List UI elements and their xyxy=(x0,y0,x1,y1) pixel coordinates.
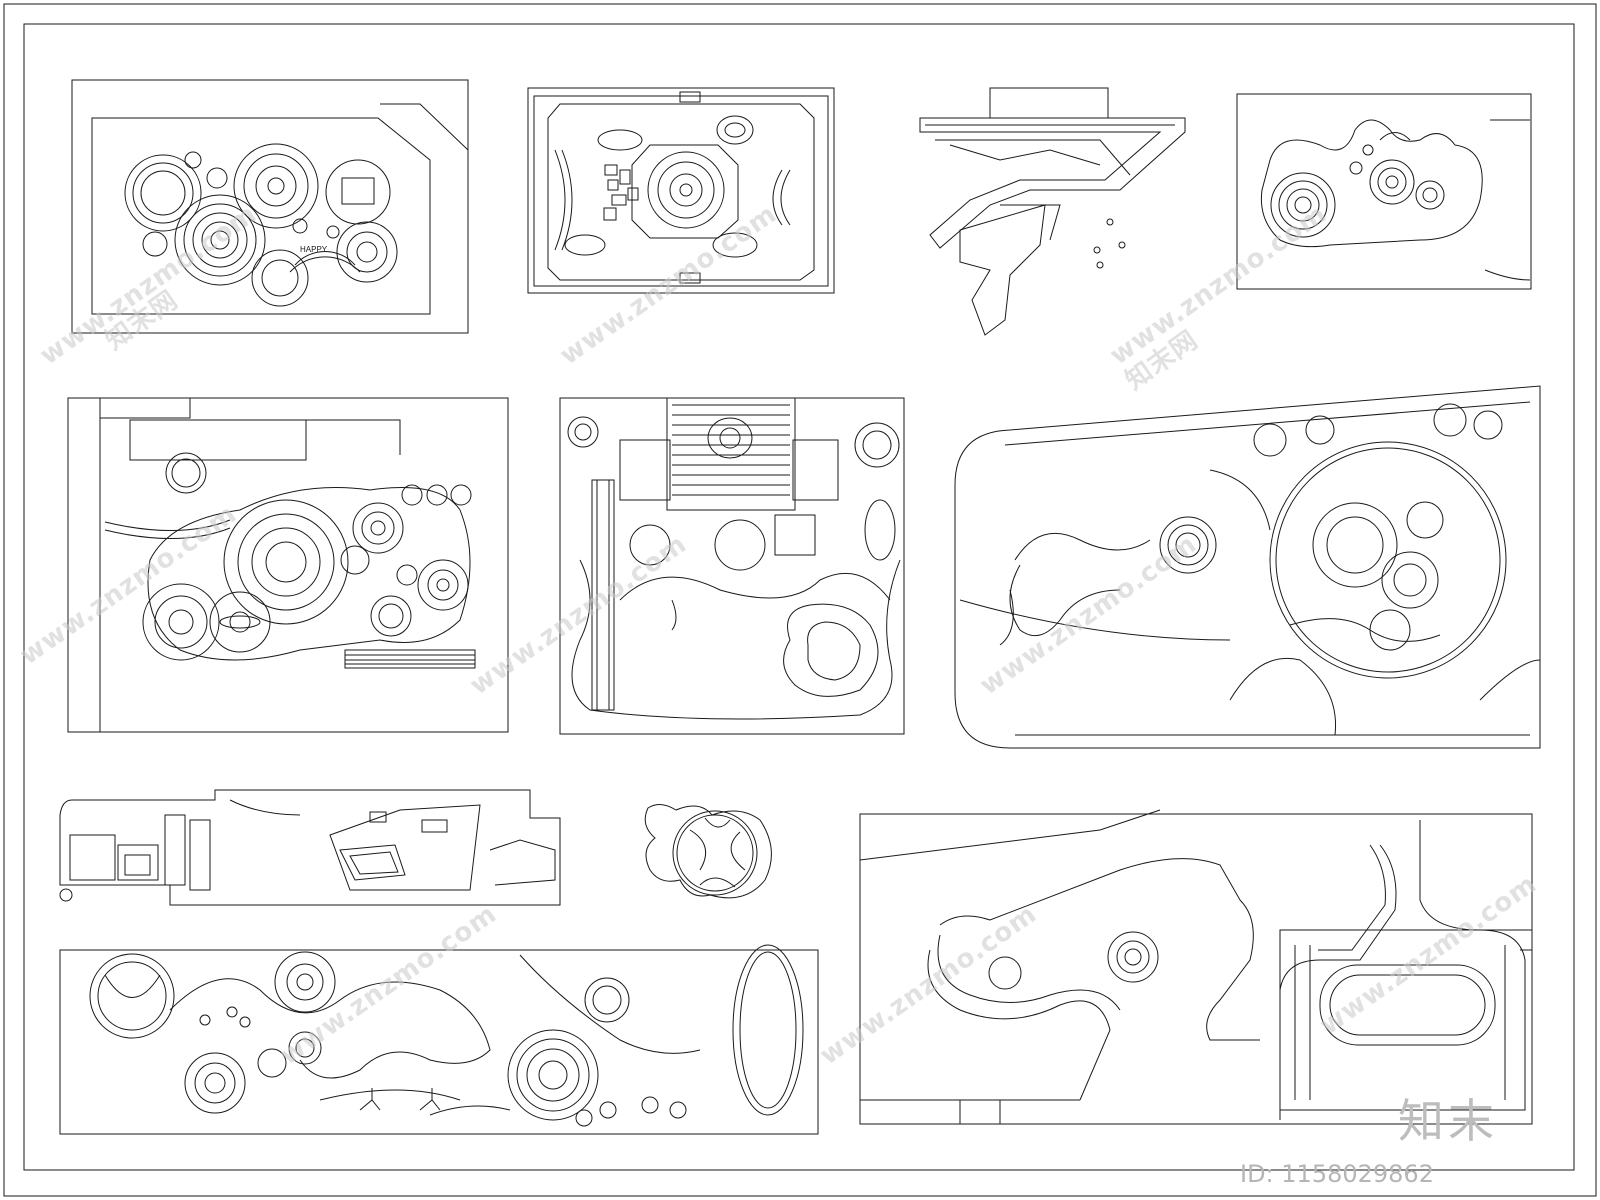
plan-blob-cluster xyxy=(1236,93,1532,290)
plan-narrow-strip xyxy=(59,789,561,906)
plan-sports-track xyxy=(859,809,1533,1125)
plan-circles-a: HAPPY xyxy=(71,79,469,334)
plan-pavilion-lawn xyxy=(559,397,905,735)
plan-label-happy: HAPPY xyxy=(300,245,328,254)
inner-border xyxy=(23,23,1575,1171)
plan-zigzag-path xyxy=(919,87,1186,336)
plan-rounded-long-site xyxy=(954,385,1541,749)
image-id-label: ID: 1158029862 xyxy=(1240,1160,1434,1188)
plan-octagon-plaza xyxy=(527,87,835,294)
plan-planet-garden xyxy=(67,397,509,733)
outer-border xyxy=(3,3,1597,1197)
brand-logo: 知末 xyxy=(1398,1094,1498,1148)
plan-wide-strip xyxy=(59,944,819,1135)
plan-small-pool xyxy=(644,804,772,899)
